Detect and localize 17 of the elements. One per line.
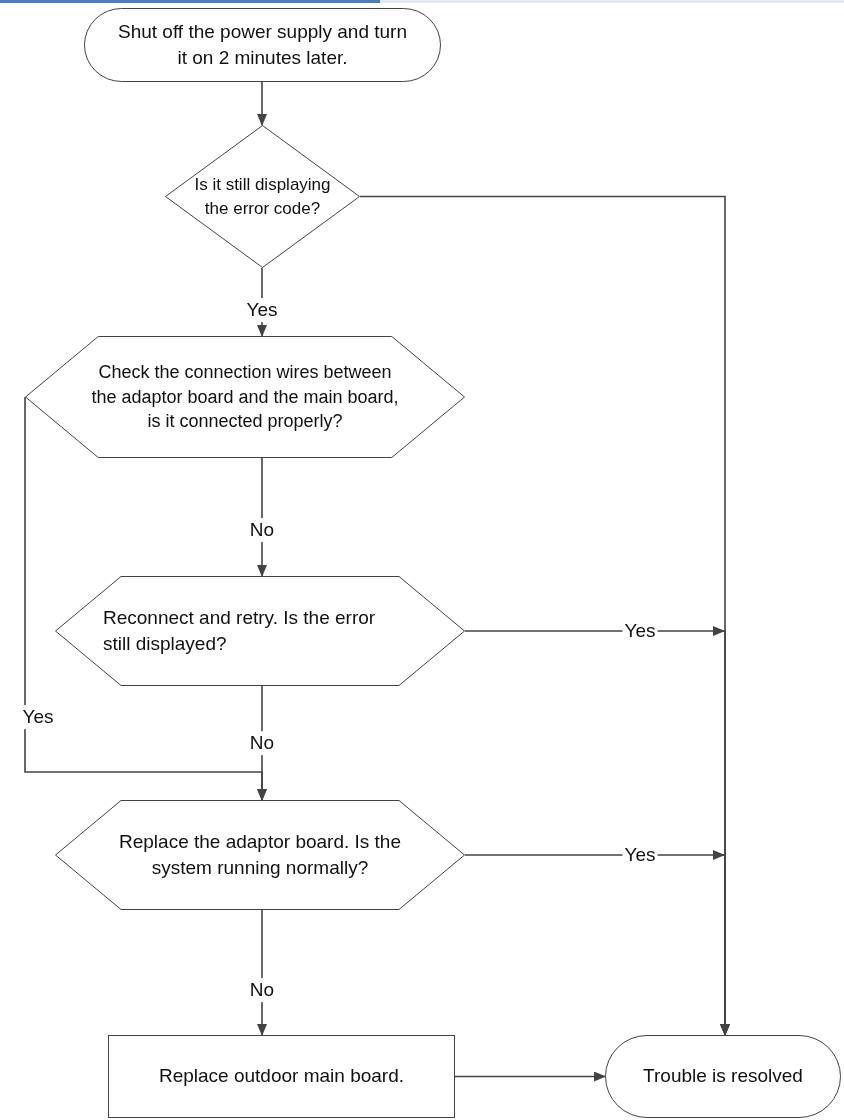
node-text: Trouble is resolved bbox=[642, 1064, 804, 1089]
node-text: Reconnect and retry. Is the error still displayed? bbox=[102, 605, 377, 656]
decision-diamond bbox=[165, 125, 360, 268]
arrow bbox=[464, 854, 730, 1036]
decision-hexagon bbox=[55, 800, 465, 910]
decision-hexagon bbox=[55, 576, 465, 686]
arrow bbox=[454, 1071, 606, 1082]
node-text: Replace outdoor main board. bbox=[157, 1064, 405, 1089]
node-text: Check the connection wires between the adaptor board and the main board, is it connected properly? bbox=[90, 360, 400, 434]
node-text: Replace the adaptor board. Is the system running normally? bbox=[118, 829, 402, 880]
arrow bbox=[257, 81, 267, 126]
node-text: Shut off the power supply and turn it on 2 minutes later. bbox=[116, 19, 409, 70]
node-text: Is it still displaying the error code? bbox=[193, 174, 332, 220]
edge-label: Yes bbox=[20, 705, 56, 729]
decision-hexagon bbox=[25, 336, 465, 458]
edge-label: Yes bbox=[244, 298, 280, 322]
process-box bbox=[108, 1035, 455, 1118]
